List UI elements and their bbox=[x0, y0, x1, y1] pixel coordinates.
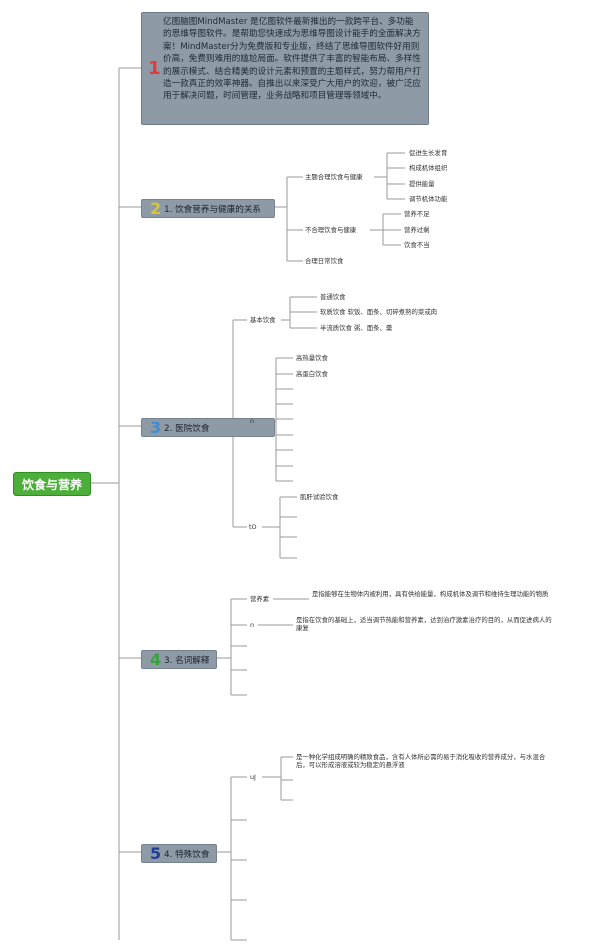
subtopic[interactable]: 主题合理饮食与健康 bbox=[305, 173, 363, 181]
branch-number-marker: 3 bbox=[150, 418, 162, 437]
leaf-topic[interactable]: 软质饮食 软饭、面条、切碎煮熟的菜或肉 bbox=[320, 308, 438, 316]
root-topic-label: 饮食与营养 bbox=[21, 477, 82, 492]
branch-number-marker: 4 bbox=[150, 650, 162, 669]
subtopic[interactable]: 基本饮食 bbox=[250, 316, 276, 324]
leaf-topic[interactable]: 促进生长发育 bbox=[409, 149, 448, 157]
subtopic[interactable]: 合理日常饮食 bbox=[305, 257, 344, 265]
branch-topic-label: 3. 名词解释 bbox=[164, 655, 210, 666]
leaf-topic[interactable]: 是指能够在生物体内被利用，具有供给能量，构成机体及调节和维持生理功能的物质 bbox=[312, 590, 549, 598]
branch-number-marker: 2 bbox=[150, 199, 162, 218]
leaf-topic[interactable]: 半流质饮食 粥、面条、羹 bbox=[320, 324, 393, 332]
leaf-topic[interactable]: 普通饮食 bbox=[320, 293, 346, 301]
branch-topic-special-diet[interactable]: 5 4. 特殊饮食 bbox=[141, 844, 217, 863]
leaf-topic[interactable]: 营养过剩 bbox=[404, 226, 430, 234]
subtopic[interactable]: tO bbox=[249, 523, 257, 531]
leaf-topic[interactable]: 构成机体组织 bbox=[409, 164, 448, 172]
root-topic[interactable]: 饮食与营养 bbox=[13, 472, 91, 496]
intro-topic-text: 亿图脑图MindMaster 是亿图软件最新推出的一款跨平台、多功能的思维导图软… bbox=[163, 17, 421, 102]
branch-number-marker: 5 bbox=[150, 844, 162, 863]
branch-topic-label: 4. 特殊饮食 bbox=[164, 849, 210, 860]
branch-topic-label: 2. 医院饮食 bbox=[164, 423, 210, 434]
intro-number-marker: 1 bbox=[148, 58, 161, 79]
leaf-topic[interactable]: 饮食不当 bbox=[404, 241, 430, 249]
subtopic[interactable]: 不合理饮食与健康 bbox=[305, 226, 357, 234]
branch-topic-glossary[interactable]: 4 3. 名词解释 bbox=[141, 650, 217, 669]
branch-topic-nutrition-health[interactable]: 2 1. 饮食营养与健康的关系 bbox=[141, 199, 275, 218]
branch-topic-label: 1. 饮食营养与健康的关系 bbox=[164, 204, 262, 215]
subtopic[interactable]: uJ bbox=[250, 773, 256, 781]
leaf-topic[interactable]: 提供能量 bbox=[409, 180, 435, 188]
leaf-topic[interactable]: 高蛋白饮食 bbox=[296, 370, 328, 378]
leaf-topic[interactable]: 是一种化学组成明确的精致食品，含有人体所必需的易于消化吸收的营养成分，与水混合后… bbox=[296, 753, 546, 769]
intro-topic[interactable] bbox=[141, 12, 429, 125]
subtopic[interactable]: n bbox=[250, 621, 255, 629]
leaf-topic[interactable]: 肌肝试验饮食 bbox=[300, 493, 339, 501]
leaf-topic[interactable]: 调节机体功能 bbox=[409, 195, 448, 203]
leaf-topic[interactable]: 营养不足 bbox=[404, 210, 430, 218]
subtopic[interactable]: 营养素 bbox=[250, 595, 270, 603]
leaf-topic[interactable]: 高热量饮食 bbox=[296, 354, 328, 362]
leaf-topic[interactable]: 是指在饮食的基础上，适当调节热能和营养素，达到治疗激素治疗的目的，从而促进病人的… bbox=[296, 616, 552, 632]
branch-topic-hospital-diet[interactable]: 3 2. 医院饮食 bbox=[141, 418, 275, 437]
subtopic[interactable]: n bbox=[250, 417, 255, 425]
